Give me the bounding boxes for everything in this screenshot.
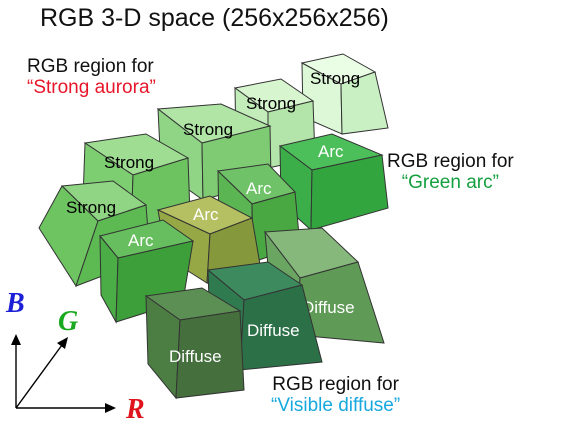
g-axis-label: G	[58, 306, 78, 337]
cube-strong-1: Strong	[300, 53, 389, 135]
region-label-line1: RGB region for	[387, 151, 514, 172]
r-axis-label: R	[125, 394, 145, 425]
cube-label-arc: Arc	[193, 205, 219, 224]
region-label-line1: RGB region for	[272, 374, 399, 395]
cube-label-arc: Arc	[246, 179, 272, 198]
region-label-visible-diffuse: RGB region for “Visible diffuse”	[271, 374, 400, 416]
cube-label-diffuse: Diffuse	[169, 347, 222, 366]
b-axis-label: B	[5, 288, 25, 319]
g-axis-line	[15, 344, 63, 409]
region-label-green-arc: RGB region for “Green arc”	[387, 151, 514, 193]
rgb-axes	[11, 334, 116, 413]
region-label-name: “Green arc”	[401, 172, 499, 193]
region-label-name: “Visible diffuse”	[271, 395, 401, 416]
cube-label-strong: Strong	[66, 198, 116, 217]
b-axis-arrowhead	[11, 334, 21, 345]
g-axis-arrowhead	[57, 337, 68, 349]
cube-label-strong: Strong	[310, 69, 360, 88]
cube-label-strong: Strong	[104, 153, 154, 172]
cube-diffuse-3: Diffuse	[144, 287, 245, 400]
diagram-title: RGB 3-D space (256x256x256)	[40, 4, 389, 32]
cube-label-arc: Arc	[128, 231, 154, 250]
region-label-strong-aurora: RGB region for “Strong aurora”	[27, 56, 156, 98]
cube-arc-4: Arc	[99, 219, 195, 324]
region-label-name: “Strong aurora”	[27, 77, 156, 98]
cube-label-strong: Strong	[246, 94, 296, 113]
cube-label-diffuse: Diffuse	[302, 298, 355, 317]
cube-label-diffuse: Diffuse	[247, 321, 300, 340]
cube-label-strong: Strong	[183, 120, 233, 139]
r-axis-arrowhead	[105, 403, 116, 413]
cube-label-arc: Arc	[318, 142, 344, 161]
region-label-line1: RGB region for	[27, 56, 154, 77]
